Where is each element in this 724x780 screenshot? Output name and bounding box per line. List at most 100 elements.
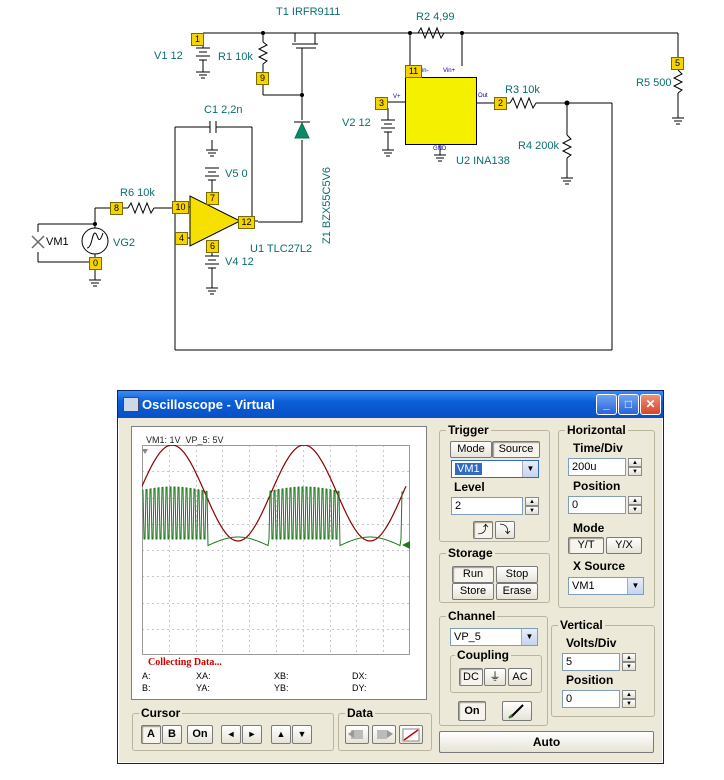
- cursor-title: Cursor: [139, 706, 183, 720]
- v-position-input[interactable]: 0: [562, 690, 620, 708]
- up-icon[interactable]: ▲: [622, 653, 636, 662]
- down-icon[interactable]: ▼: [622, 699, 636, 708]
- chevron-down-icon[interactable]: ▼: [522, 461, 538, 477]
- minimize-button[interactable]: _: [596, 394, 617, 415]
- channel-on-button[interactable]: On: [458, 701, 486, 721]
- down-icon[interactable]: ▼: [622, 662, 636, 671]
- node-7[interactable]: 7: [206, 192, 219, 205]
- trigger-level-label: Level: [454, 480, 485, 494]
- channel-select[interactable]: VP_5 ▼: [450, 628, 538, 646]
- coupling-gnd-button[interactable]: ⏚: [484, 668, 506, 686]
- run-button[interactable]: Run: [452, 566, 494, 583]
- h-position-input[interactable]: 0: [568, 496, 626, 514]
- trigger-level-stepper[interactable]: ▲▼: [525, 497, 539, 515]
- cursor-left-button[interactable]: ◄: [221, 725, 241, 744]
- scope-frame: [142, 445, 410, 655]
- up-icon[interactable]: ▲: [622, 690, 636, 699]
- up-icon[interactable]: ▲: [628, 458, 642, 467]
- mode-yt-button[interactable]: Y/T: [568, 537, 604, 554]
- x-source-select[interactable]: VM1 ▼: [568, 577, 644, 595]
- v-position-stepper[interactable]: ▲▼: [622, 690, 636, 708]
- window-title: Oscilloscope - Virtual: [142, 397, 275, 412]
- node-6[interactable]: 6: [206, 240, 219, 253]
- trigger-source-select[interactable]: VM1 ▼: [451, 460, 539, 478]
- probe-color-button[interactable]: [502, 701, 532, 721]
- cursor-group: Cursor A B On ◄ ► ▲ ▼: [132, 706, 334, 751]
- node-5[interactable]: 5: [671, 57, 684, 70]
- cursor-dy-label: DY:: [352, 683, 367, 693]
- trigger-level-input[interactable]: 2: [451, 497, 523, 515]
- data-graph-button[interactable]: [399, 725, 423, 744]
- cursor-right-button[interactable]: ►: [242, 725, 262, 744]
- up-icon[interactable]: ▲: [628, 496, 642, 505]
- ina138-chip[interactable]: [405, 77, 477, 145]
- down-icon[interactable]: ▼: [628, 467, 642, 476]
- down-icon[interactable]: ▼: [525, 506, 539, 515]
- label-v1: V1 12: [154, 50, 183, 62]
- down-icon[interactable]: ▼: [628, 505, 642, 514]
- pin-vp: V+: [393, 94, 401, 100]
- volts-div-stepper[interactable]: ▲▼: [622, 653, 636, 671]
- trigger-rising-edge-button[interactable]: ⤴: [473, 521, 493, 539]
- node-9[interactable]: 9: [256, 72, 269, 85]
- trigger-group: Trigger Mode Source VM1 ▼ Level 2 ▲▼ ⤴ ⤵: [439, 423, 550, 542]
- chevron-down-icon[interactable]: ▼: [627, 578, 643, 594]
- cursor-on-button[interactable]: On: [187, 725, 213, 744]
- erase-button[interactable]: Erase: [496, 583, 538, 600]
- storage-title: Storage: [446, 546, 495, 560]
- cursor-b-button[interactable]: B: [162, 725, 182, 744]
- time-div-input[interactable]: 200u: [568, 458, 626, 476]
- coupling-ac-button[interactable]: AC: [508, 668, 532, 686]
- maximize-button[interactable]: □: [618, 394, 639, 415]
- cursor-ya-label: YA:: [196, 683, 210, 693]
- store-button[interactable]: Store: [452, 583, 494, 600]
- data-export-button[interactable]: [372, 725, 396, 744]
- cursor-up-button[interactable]: ▲: [271, 725, 291, 744]
- up-icon[interactable]: ▲: [525, 497, 539, 506]
- h-position-stepper[interactable]: ▲▼: [628, 496, 642, 514]
- channel-title: Channel: [446, 609, 498, 623]
- v-position-label: Position: [566, 673, 614, 687]
- node-2[interactable]: 2: [494, 97, 507, 110]
- data-import-button[interactable]: [345, 725, 369, 744]
- data-group: Data: [338, 706, 432, 751]
- label-r3: R3 10k: [505, 84, 540, 96]
- scope-display[interactable]: VM1: 1V VP_5: 5V Collecting Data... A: B…: [131, 426, 427, 700]
- cursor-xa-label: XA:: [196, 671, 211, 681]
- node-8[interactable]: 8: [110, 202, 123, 215]
- status-text: Collecting Data...: [148, 657, 222, 668]
- node-4[interactable]: 4: [175, 232, 188, 245]
- vertical-title: Vertical: [558, 618, 605, 632]
- storage-group: Storage Run Stop Store Erase: [439, 546, 550, 603]
- data-title: Data: [345, 706, 376, 720]
- chevron-down-icon[interactable]: ▼: [521, 629, 537, 645]
- time-div-stepper[interactable]: ▲▼: [628, 458, 642, 476]
- coupling-dc-button[interactable]: DC: [459, 668, 483, 686]
- node-0[interactable]: 0: [89, 257, 102, 270]
- time-div-label: Time/Div: [573, 441, 623, 455]
- node-1[interactable]: 1: [191, 33, 204, 46]
- pin-vin-plus: Vin+: [443, 68, 456, 74]
- node-10[interactable]: 10: [172, 201, 189, 214]
- cursor-down-button[interactable]: ▼: [292, 725, 312, 744]
- cursor-a-button[interactable]: A: [141, 725, 161, 744]
- pin-gnd: GND: [433, 146, 447, 152]
- trigger-source-button[interactable]: Source: [492, 441, 540, 458]
- stop-button[interactable]: Stop: [496, 566, 538, 583]
- title-bar[interactable]: Oscilloscope - Virtual _ □ ✕: [118, 391, 663, 418]
- label-c1: C1 2,2n: [204, 104, 243, 116]
- node-11[interactable]: 11: [405, 65, 422, 78]
- cursor-xb-label: XB:: [274, 671, 289, 681]
- label-r1: R1 10k: [218, 51, 253, 63]
- volts-div-input[interactable]: 5: [562, 653, 620, 671]
- trigger-falling-edge-button[interactable]: ⤵: [495, 521, 515, 539]
- node-3[interactable]: 3: [375, 97, 388, 110]
- label-vm1: VM1: [46, 236, 69, 248]
- mode-yx-button[interactable]: Y/X: [606, 537, 642, 554]
- label-v4: V4 12: [225, 256, 254, 268]
- close-button[interactable]: ✕: [640, 394, 661, 415]
- auto-button[interactable]: Auto: [439, 731, 654, 753]
- trigger-mode-button[interactable]: Mode: [450, 441, 492, 458]
- trigger-title: Trigger: [446, 423, 491, 437]
- node-12[interactable]: 12: [238, 216, 255, 229]
